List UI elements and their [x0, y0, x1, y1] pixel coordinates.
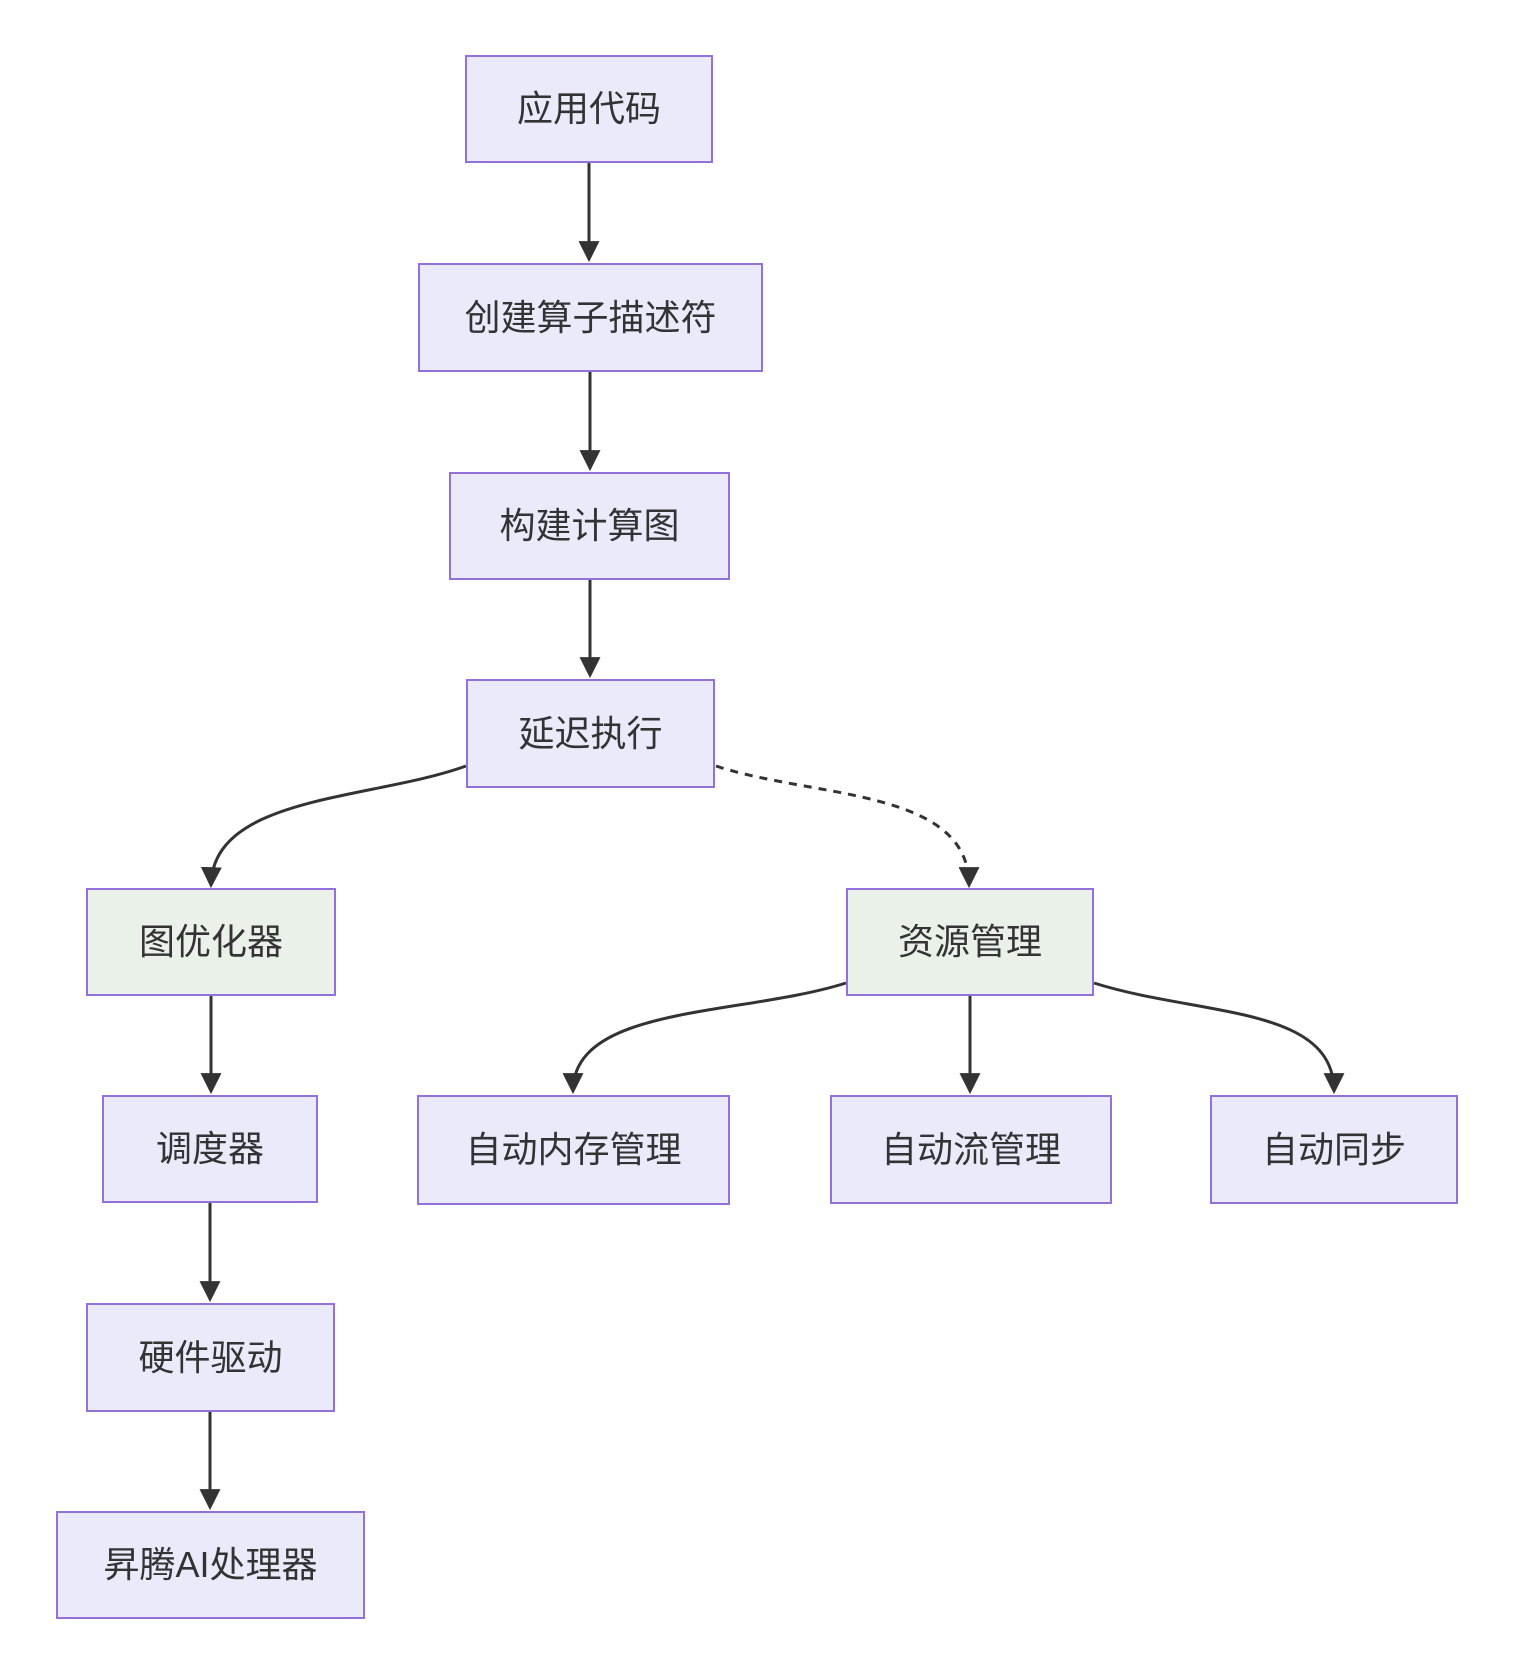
node-label: 昇腾AI处理器 — [103, 1544, 318, 1585]
node-application-code: 应用代码 — [465, 55, 713, 163]
node-auto-memory-management: 自动内存管理 — [417, 1095, 730, 1205]
edge-lazyexec-to-graphoptimizer — [200, 764, 467, 889]
node-label: 自动内存管理 — [465, 1129, 682, 1170]
node-label: 自动同步 — [1261, 1128, 1406, 1170]
node-label: 硬件驱动 — [138, 1336, 283, 1378]
node-auto-synchronization: 自动同步 — [1210, 1095, 1458, 1204]
node-build-computation-graph: 构建计算图 — [449, 472, 730, 580]
node-label: 图优化器 — [138, 921, 283, 962]
node-label: 应用代码 — [516, 88, 661, 129]
node-ascend-ai-processor: 昇腾AI处理器 — [56, 1511, 365, 1619]
node-label: 资源管理 — [897, 921, 1042, 962]
node-label: 延迟执行 — [518, 712, 663, 754]
edge-resourcemgmt-to-autosync — [1093, 981, 1345, 1095]
node-label: 自动流管理 — [880, 1128, 1061, 1170]
node-lazy-execution: 延迟执行 — [466, 679, 715, 788]
node-hardware-driver: 硬件驱动 — [86, 1303, 335, 1412]
node-label: 创建算子描述符 — [464, 296, 717, 338]
node-scheduler: 调度器 — [102, 1095, 318, 1203]
node-graph-optimizer: 图优化器 — [86, 888, 336, 996]
node-auto-stream-management: 自动流管理 — [830, 1095, 1112, 1204]
node-label: 调度器 — [155, 1128, 264, 1169]
node-label: 构建计算图 — [499, 505, 680, 546]
edge-lazyexec-to-resourcemgmt-dashed — [715, 764, 980, 889]
edge-resourcemgmt-to-automemory — [562, 981, 847, 1095]
node-create-operator-descriptor: 创建算子描述符 — [418, 263, 763, 372]
node-resource-management: 资源管理 — [846, 888, 1094, 996]
